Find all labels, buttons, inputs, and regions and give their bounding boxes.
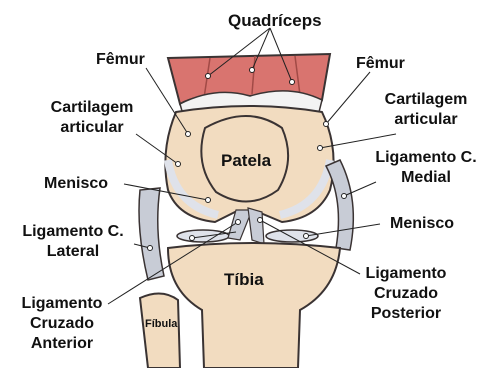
label-lateral-ligament: Ligamento C. Lateral <box>10 222 136 262</box>
label-quadriceps: Quadríceps <box>228 11 322 31</box>
label-cartilage-right: Cartilagem articular <box>374 90 478 130</box>
label-fibula: Fíbula <box>145 318 177 331</box>
posterior-cruciate-ligament <box>248 208 264 244</box>
label-meniscus-left: Menisco <box>44 174 108 194</box>
label-acl: Ligamento Cruzado Anterior <box>14 294 110 354</box>
medial-meniscus <box>266 230 318 242</box>
label-meniscus-right: Menisco <box>390 214 454 234</box>
label-patella: Patela <box>221 151 271 171</box>
lateral-collateral-ligament <box>139 188 164 280</box>
tibia-bone <box>168 243 340 368</box>
label-tibia: Tíbia <box>224 270 264 290</box>
label-pcl: Ligamento Cruzado Posterior <box>356 264 456 324</box>
label-cartilage-left: Cartilagem articular <box>42 98 142 138</box>
label-medial-ligament: Ligamento C. Medial <box>368 148 484 188</box>
label-femur-right: Fêmur <box>356 54 405 74</box>
medial-collateral-ligament <box>326 160 353 250</box>
label-femur-left: Fêmur <box>96 50 145 70</box>
